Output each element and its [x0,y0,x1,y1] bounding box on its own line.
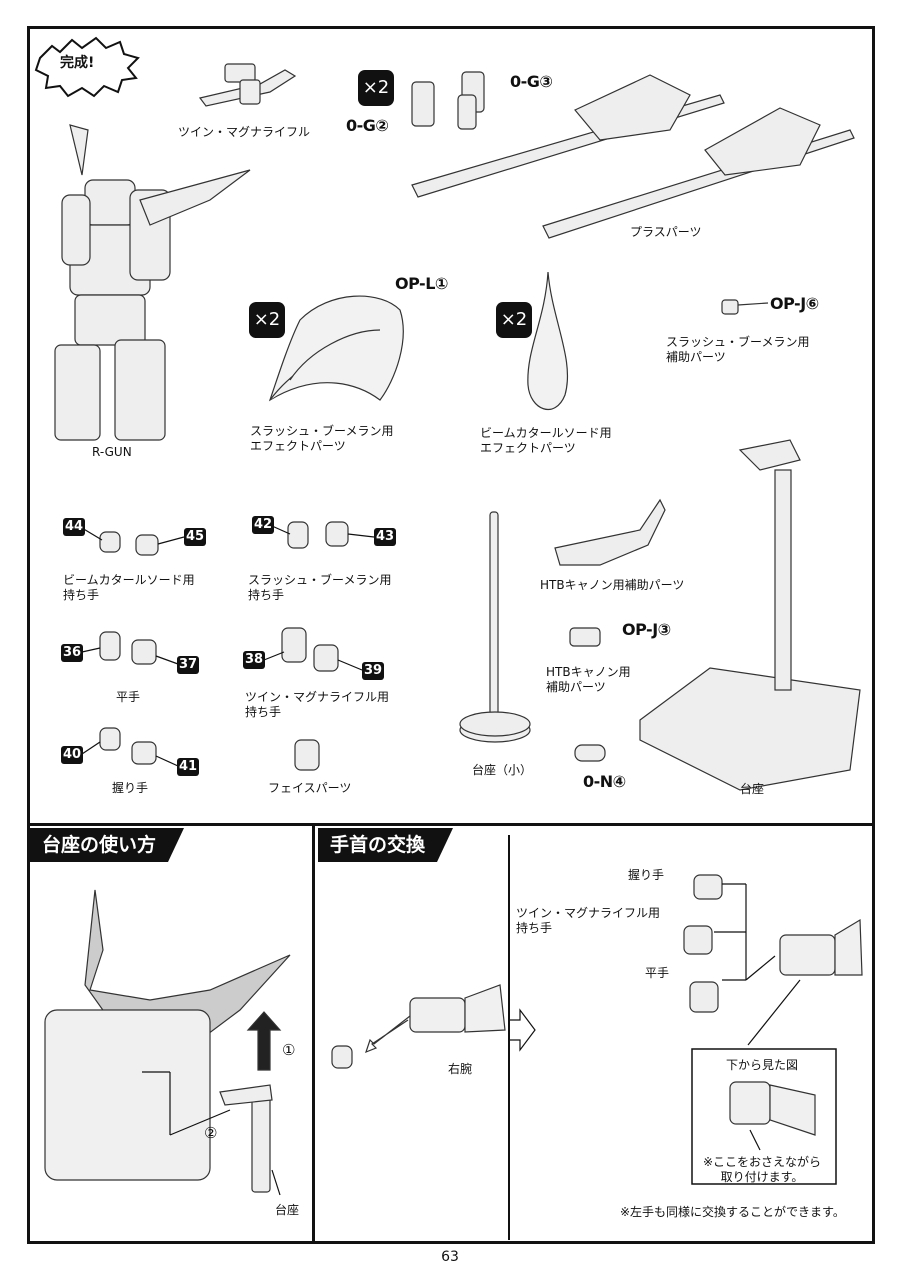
flat-hands-label: 平手 [116,690,141,704]
hands-illustration [99,521,349,771]
beam-effect-illustration [527,271,569,410]
complete-starburst [34,36,140,98]
og3-code: 0-G③ [510,72,553,91]
on4-code: 0-N④ [583,772,626,791]
wrist-divider [508,835,510,1240]
base-usage-heading: 台座の使い方 [30,828,185,862]
slash-support-label: スラッシュ・ブーメラン用 補助パーツ [666,335,810,364]
slash-hands-label: スラッシュ・ブーメラン用 持ち手 [248,573,392,602]
part-number-badge: 41 [177,758,199,776]
slash-effect-label: スラッシュ・ブーメラン用 エフェクトパーツ [250,424,394,453]
twin-hand-label: ツイン・マグナライフル用 持ち手 [516,906,661,935]
robot-illustration [54,124,251,441]
opj6-illustration [721,299,739,315]
robot-body-illustration [44,1009,211,1181]
part-number-badge: 38 [243,651,265,669]
step-number: ① [282,1041,296,1059]
base-label: 台座 [740,782,765,796]
slash-effect-illustration [268,295,404,402]
on4-illustration [574,744,606,762]
part-number-badge: 36 [61,644,83,662]
hold-note: ※ここをおさえながら 取り付けます。 [703,1155,822,1184]
bottom-view-label: 下から見た図 [726,1058,799,1072]
og2-code: 0-G② [346,116,389,135]
part-number-badge: 39 [362,662,384,680]
wrist-swap-heading: 手首の交換 [318,828,454,862]
bottom-view-illustration [729,1081,816,1136]
robot-label: R-GUN [92,445,132,459]
step-arrow-1 [246,1011,282,1071]
section-divider-vertical [312,825,315,1244]
small-stand-illustration [459,511,531,743]
swap-arrow [510,1008,536,1052]
quantity-badge: ×2 [249,302,285,338]
small-base-label: 台座（小） [472,763,533,777]
twin-hands-label: ツイン・マグナライフル用 持ち手 [245,690,390,719]
face-parts-label: フェイスパーツ [268,781,352,795]
replacement-hands-illustration [683,874,723,1013]
opl1-code: OP-L① [395,274,448,293]
part-number-badge: 44 [63,518,85,536]
page-frame [27,26,875,1244]
section-divider [27,823,875,826]
htb-support-label: HTBキャノン用補助パーツ [540,578,685,592]
opj3-code: OP-J③ [622,620,671,639]
flat-hand-label: 平手 [645,966,670,980]
stand-insert-illustration [219,1084,273,1193]
og-parts-illustration [411,71,485,130]
right-arm-illustration [409,984,506,1033]
grip-hands-label: 握り手 [112,781,149,795]
beam-effect-label: ビームカタールソード用 エフェクトパーツ [480,426,612,455]
part-number-badge: 45 [184,528,206,546]
part-number-badge: 40 [61,746,83,764]
part-number-badge: 42 [252,516,274,534]
wrist-target-illustration [779,918,863,976]
removal-arrow [365,1015,411,1054]
beam-hands-label: ビームカタールソード用 持ち手 [63,573,195,602]
rifle-illustration [198,63,297,107]
htb-support-illustration [554,498,666,647]
part-number-badge: 37 [177,656,199,674]
page-number: 63 [441,1249,459,1265]
quantity-badge: ×2 [496,302,532,338]
complete-badge: 完成! [60,55,95,71]
part-number-badge: 43 [374,528,396,546]
grip-hand-label: 握り手 [628,868,665,882]
right-arm-label: 右腕 [448,1062,473,1076]
stand-label: 台座 [275,1203,300,1217]
quantity-badge: ×2 [358,70,394,106]
plus-parts-label: プラスパーツ [630,225,702,239]
plus-parts-illustration [411,74,855,239]
big-base-illustration [639,439,861,791]
rifle-label: ツイン・マグナライフル [178,125,311,139]
htb-support2-label: HTBキャノン用 補助パーツ [546,665,631,694]
step-number: ② [204,1124,218,1142]
left-hand-note: ※左手も同様に交換することができます。 [620,1205,845,1219]
opj6-code: OP-J⑥ [770,294,819,313]
removed-hand [331,1045,353,1069]
